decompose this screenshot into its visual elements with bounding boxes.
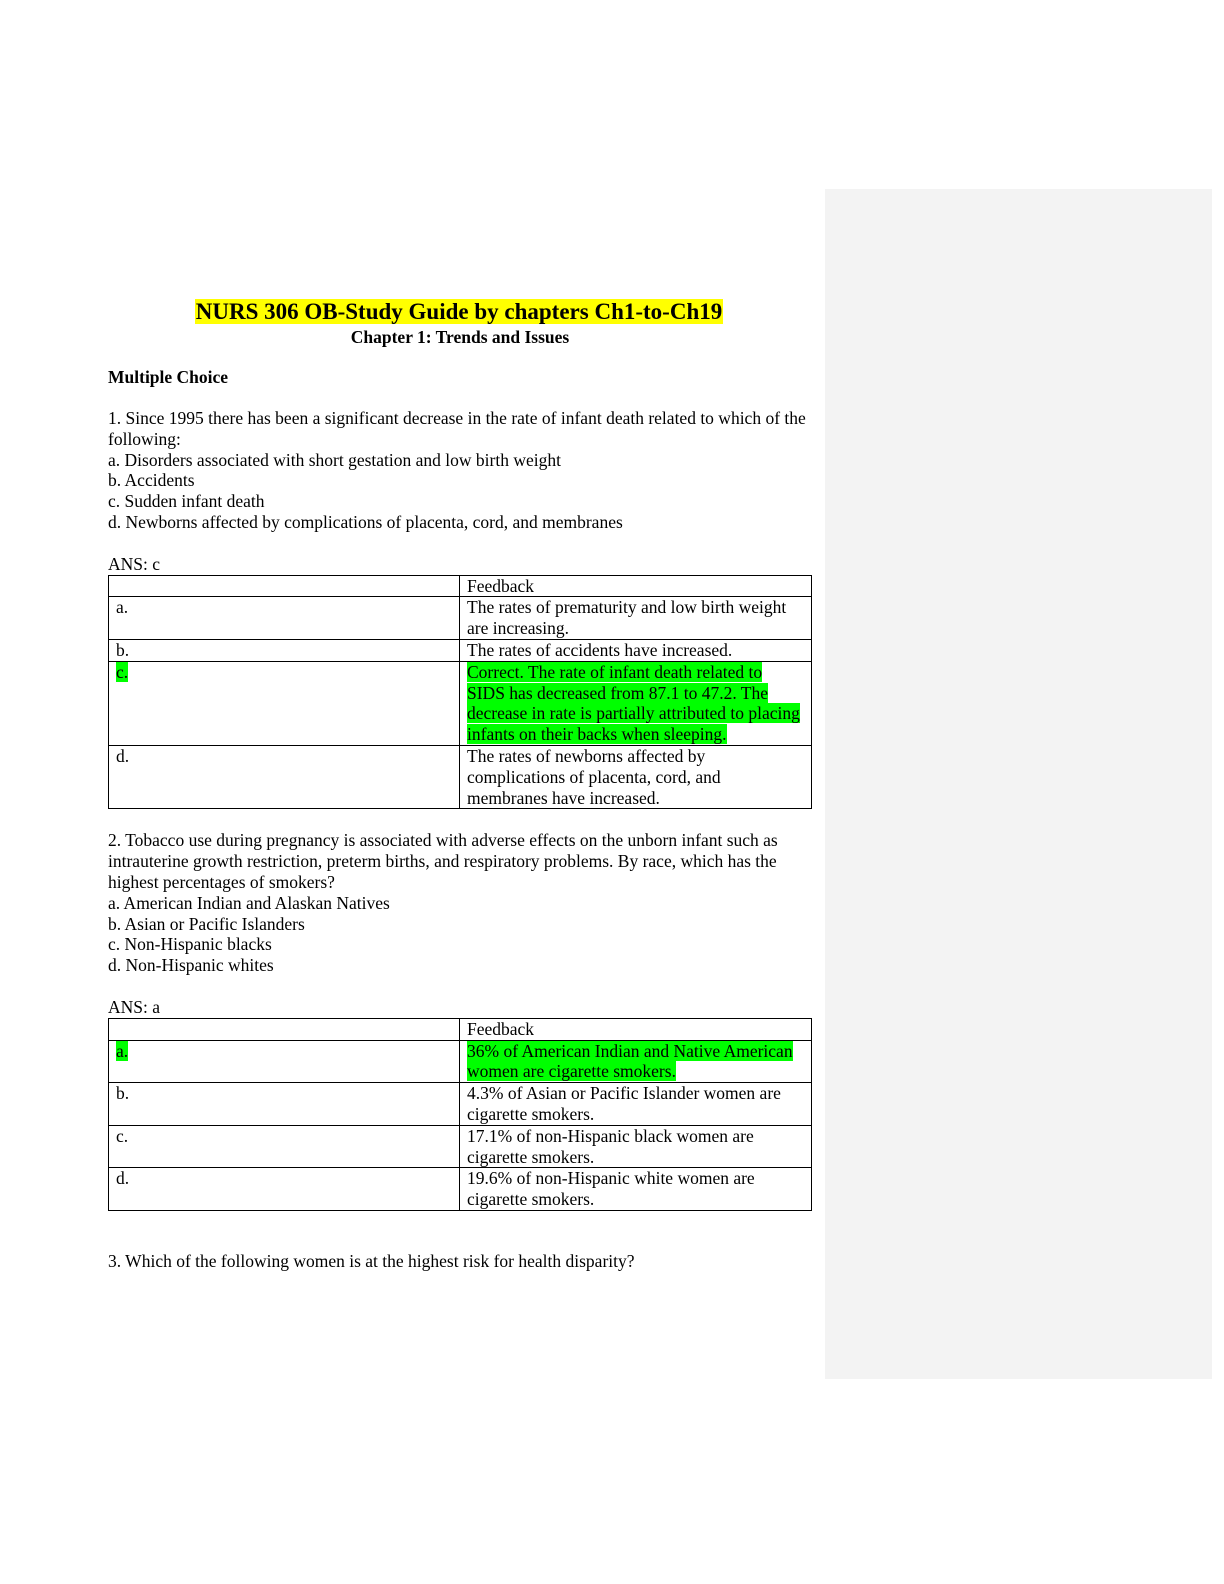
table-row: b. 4.3% of Asian or Pacific Islander wom…	[108, 1082, 812, 1126]
table-cell-empty	[108, 1017, 460, 1041]
answer-option: d. Non-Hispanic whites	[108, 955, 274, 976]
document-body: NURS 306 OB-Study Guide by chapters Ch1-…	[108, 296, 812, 1272]
table-row: a. The rates of prematurity and low birt…	[108, 596, 812, 640]
table-row: Feedback	[108, 574, 812, 598]
feedback-text: 19.6% of non-Hispanic white women are ci…	[459, 1167, 812, 1211]
feedback-header: Feedback	[459, 1017, 812, 1041]
feedback-table: Feedback a. The rates of prematurity and…	[108, 574, 812, 810]
answer-key: ANS: a	[108, 996, 161, 1017]
question-stem: 2. Tobacco use during pregnancy is assoc…	[108, 830, 778, 892]
document-title: NURS 306 OB-Study Guide by chapters Ch1-…	[194, 299, 724, 324]
question-stem: 1. Since 1995 there has been a significa…	[108, 408, 806, 449]
feedback-letter: b.	[108, 638, 460, 662]
section-heading: Multiple Choice	[108, 367, 229, 387]
answer-option: b. Asian or Pacific Islanders	[108, 913, 305, 934]
feedback-letter: b.	[108, 1082, 460, 1126]
chapter-subtitle: Chapter 1: Trends and Issues	[350, 327, 570, 347]
table-row: c. 17.1% of non-Hispanic black women are…	[108, 1124, 812, 1169]
correct-letter-highlight: c.	[116, 661, 129, 682]
feedback-letter: c.	[108, 1124, 460, 1169]
correct-feedback-highlight: 36% of American Indian and Native Americ…	[467, 1040, 793, 1082]
feedback-letter: d.	[108, 1167, 460, 1211]
feedback-letter-correct: c.	[108, 660, 460, 746]
feedback-letter: a.	[108, 596, 460, 640]
feedback-text: 17.1% of non-Hispanic black women are ci…	[459, 1124, 812, 1169]
answer-key: ANS: c	[108, 553, 161, 574]
feedback-text: The rates of accidents have increased.	[459, 638, 812, 662]
title-row: NURS 306 OB-Study Guide by chapters Ch1-…	[108, 296, 810, 327]
feedback-text: The rates of prematurity and low birth w…	[459, 596, 812, 640]
table-row: a. 36% of American Indian and Native Ame…	[108, 1039, 812, 1084]
feedback-text: 4.3% of Asian or Pacific Islander women …	[459, 1082, 812, 1126]
table-row: d. 19.6% of non-Hispanic white women are…	[108, 1167, 812, 1211]
table-row: b. The rates of accidents have increased…	[108, 638, 812, 662]
answer-option: d. Newborns affected by complications of…	[108, 511, 623, 532]
comment-margin-pane	[825, 189, 1212, 1379]
feedback-text-correct: 36% of American Indian and Native Americ…	[459, 1039, 812, 1084]
correct-feedback-highlight: Correct. The rate of infant death relate…	[467, 661, 800, 745]
question-stem: 3. Which of the following women is at th…	[108, 1250, 635, 1271]
feedback-letter: d.	[108, 744, 460, 810]
feedback-header: Feedback	[459, 574, 812, 598]
correct-letter-highlight: a.	[116, 1040, 129, 1061]
question-block-1: 1. Since 1995 there has been a significa…	[108, 408, 812, 810]
answer-option: a. American Indian and Alaskan Natives	[108, 892, 390, 913]
answer-option: c. Sudden infant death	[108, 491, 265, 512]
answer-option: a. Disorders associated with short gesta…	[108, 449, 561, 470]
table-cell-empty	[108, 574, 460, 598]
answer-option: b. Accidents	[108, 470, 195, 491]
table-row: c. Correct. The rate of infant death rel…	[108, 660, 812, 746]
feedback-text: The rates of newborns affected by compli…	[459, 744, 812, 810]
feedback-table: Feedback a. 36% of American Indian and N…	[108, 1017, 812, 1211]
table-row: d. The rates of newborns affected by com…	[108, 744, 812, 810]
answer-option: c. Non-Hispanic blacks	[108, 934, 272, 955]
table-row: Feedback	[108, 1017, 812, 1041]
feedback-letter-correct: a.	[108, 1039, 460, 1084]
feedback-text-correct: Correct. The rate of infant death relate…	[459, 660, 812, 746]
question-block-2: 2. Tobacco use during pregnancy is assoc…	[108, 830, 812, 1211]
